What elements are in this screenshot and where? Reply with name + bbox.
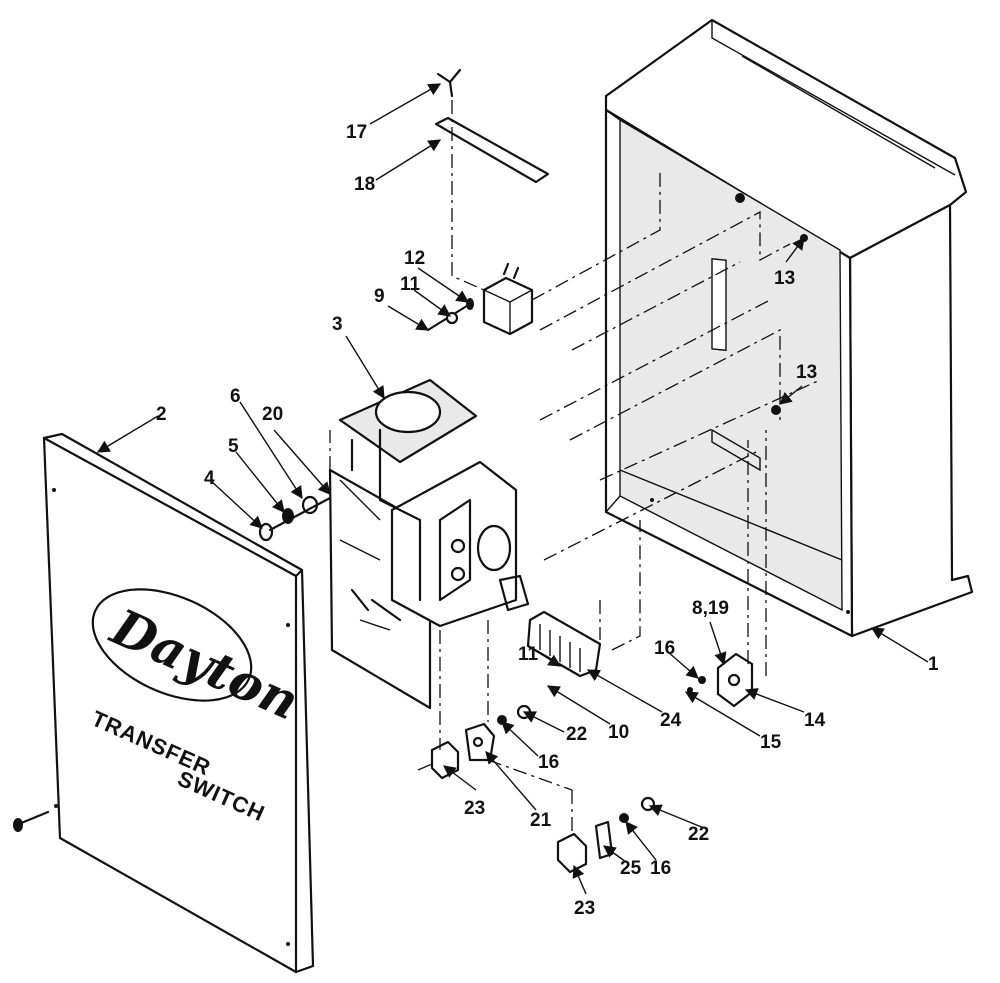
callout-11-upper: 11 <box>400 274 421 295</box>
callout-9: 9 <box>374 286 385 307</box>
callout-5: 5 <box>228 436 239 457</box>
relay <box>482 262 534 336</box>
callout-3: 3 <box>332 314 343 335</box>
wing-screw <box>436 68 462 98</box>
callout-23-left: 23 <box>464 798 485 819</box>
callout-23-lower: 23 <box>574 898 595 919</box>
leader-lines <box>96 83 929 895</box>
callout-12: 12 <box>404 248 425 269</box>
callout-15: 15 <box>760 732 782 753</box>
callout-2: 2 <box>156 404 167 425</box>
callout-1: 1 <box>928 654 939 675</box>
callout-22-lower: 22 <box>688 824 709 845</box>
enclosure-box <box>604 18 974 638</box>
bracket-strap <box>434 116 550 184</box>
callout-24: 24 <box>660 710 682 731</box>
callout-8-19: 8,19 <box>692 598 729 619</box>
callout-11-lower: 11 <box>518 644 539 665</box>
callout-18: 18 <box>354 174 375 195</box>
callout-13-upper: 13 <box>774 268 795 289</box>
callout-25: 25 <box>620 858 642 879</box>
callout-13-lower: 13 <box>796 362 817 383</box>
callout-21: 21 <box>530 810 552 831</box>
callout-16-middle: 16 <box>538 752 559 773</box>
callout-22-upper: 22 <box>566 724 587 745</box>
callout-labels: 1 2 3 4 5 6 20 9 11 12 17 18 13 13 8,19 … <box>156 122 939 919</box>
callout-6: 6 <box>230 386 241 407</box>
callout-10: 10 <box>608 722 629 743</box>
assembly-guides <box>329 100 821 836</box>
callout-4: 4 <box>204 468 215 489</box>
callout-16-right: 16 <box>654 638 675 659</box>
lower-parts <box>430 676 706 874</box>
front-cover-panel: Dayton TRANSFER SWITCH <box>12 432 315 974</box>
callout-14: 14 <box>804 710 826 731</box>
callout-20: 20 <box>262 404 283 425</box>
switch-mechanism <box>328 378 530 710</box>
callout-17: 17 <box>346 122 367 143</box>
hardware-stack <box>258 495 332 542</box>
terminal-block <box>526 610 602 678</box>
callout-16-lower: 16 <box>650 858 671 879</box>
